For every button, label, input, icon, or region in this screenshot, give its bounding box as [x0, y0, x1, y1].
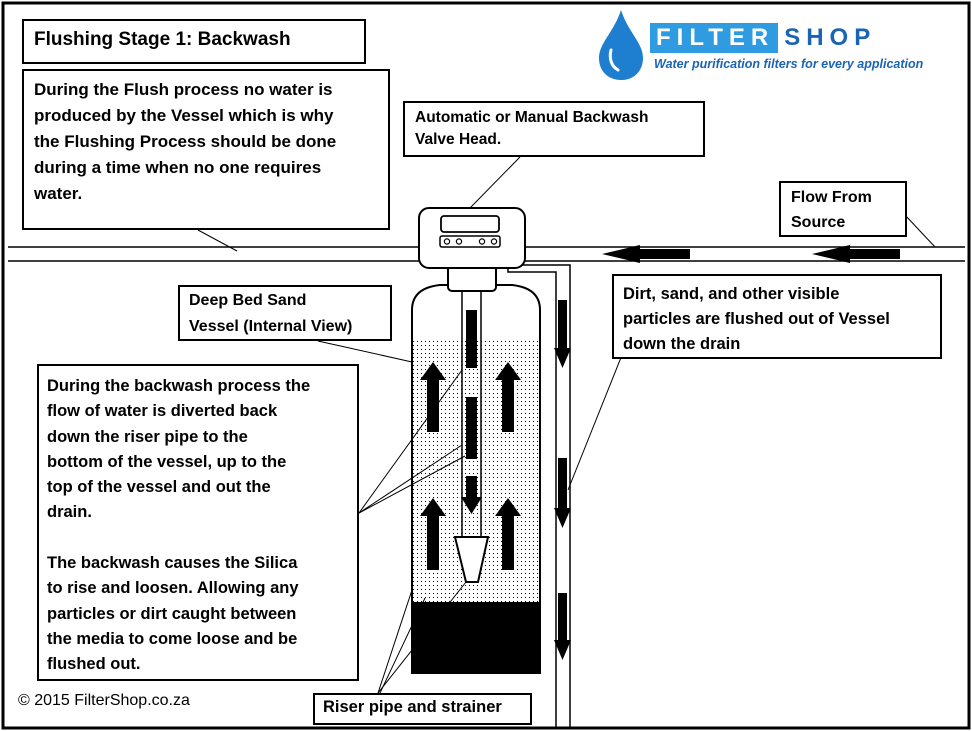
source-flow-arrows: [602, 245, 900, 263]
valve-button-strip: [439, 235, 501, 248]
leader-lines: [197, 156, 936, 694]
drain-arrows: [554, 300, 571, 660]
note-vessel-text: Deep Bed Sand Vessel (Internal View): [189, 292, 353, 335]
note-flow-from-source: Flow From Source: [779, 181, 907, 237]
diagram-title: Flushing Stage 1: Backwash: [22, 19, 366, 64]
logo-brand-part2: SHOP: [784, 24, 877, 51]
note-flow-from-source-text: Flow From Source: [791, 189, 872, 231]
note-flush-no-water-text: During the Flush process no water is pro…: [34, 80, 337, 203]
diagram-title-text: Flushing Stage 1: Backwash: [34, 29, 291, 50]
upflow-arrows: [420, 362, 521, 570]
note-flush-no-water: During the Flush process no water is pro…: [22, 69, 390, 230]
strainer: [453, 536, 490, 583]
note-backwash-process: During the backwash process the flow of …: [37, 364, 359, 681]
note-riser-pipe-text: Riser pipe and strainer: [323, 698, 502, 716]
copyright: © 2015 FilterShop.co.za: [18, 692, 190, 709]
riser-pipe: [453, 291, 490, 583]
logo-brand-part1: FILTER: [650, 23, 779, 53]
gravel-bed: [413, 602, 539, 673]
note-drain: Dirt, sand, and other visible particles …: [612, 274, 942, 359]
note-valve-head: Automatic or Manual Backwash Valve Head.: [403, 101, 705, 157]
valve-display: [440, 215, 500, 233]
logo-tagline: Water purification filters for every app…: [654, 57, 924, 71]
note-drain-text: Dirt, sand, and other visible particles …: [623, 285, 890, 353]
note-vessel: Deep Bed Sand Vessel (Internal View): [178, 285, 392, 341]
valve-head: [418, 207, 526, 269]
water-drop-icon: [599, 10, 643, 80]
note-valve-head-text: Automatic or Manual Backwash Valve Head.: [415, 109, 649, 148]
note-riser-pipe: Riser pipe and strainer: [313, 693, 532, 725]
note-backwash-process-text: During the backwash process the flow of …: [47, 377, 311, 674]
